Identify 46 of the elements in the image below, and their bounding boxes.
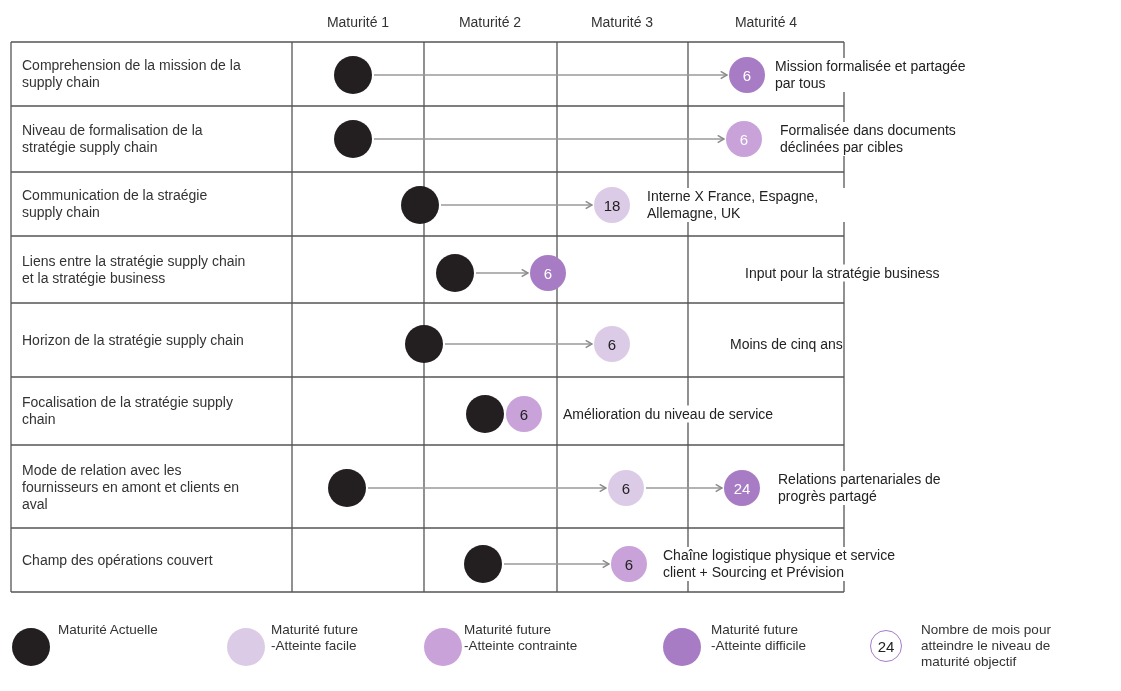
legend-text: Maturité future -Atteinte contrainte	[464, 622, 579, 654]
target-description: Amélioration du niveau de service	[563, 405, 774, 423]
current-maturity-dot	[466, 395, 504, 433]
current-maturity-dot	[464, 545, 502, 583]
row-label: Champ des opérations couvert	[22, 551, 214, 569]
arrow	[503, 559, 610, 569]
arrow	[373, 70, 728, 80]
month-count-circle: 6	[729, 57, 765, 93]
month-count-circle: 6	[594, 326, 630, 362]
month-count-circle: 6	[726, 121, 762, 157]
month-count-circle: 6	[506, 396, 542, 432]
arrow	[475, 268, 529, 278]
target-description: Moins de cinq ans	[730, 335, 843, 353]
month-count-circle: 24	[724, 470, 760, 506]
arrow	[367, 483, 607, 493]
row-label: Mode de relation avec les fournisseurs en amont et clients en aval	[22, 461, 241, 512]
arrow	[373, 134, 725, 144]
legend-text: Maturité future -Atteinte difficile	[711, 622, 808, 654]
target-description: Input pour la stratégie business	[745, 264, 940, 282]
legend-text: Maturité future -Atteinte facile	[271, 622, 360, 654]
row-label: Horizon de la stratégie supply chain	[22, 331, 245, 349]
row-label: Niveau de formalisation de la stratégie supply chain	[22, 122, 204, 156]
month-count-circle: 6	[608, 470, 644, 506]
column-header: Maturité 3	[589, 14, 655, 31]
current-maturity-dot	[334, 120, 372, 158]
row-label: Focalisation de la stratégie supply chain	[22, 394, 234, 428]
current-maturity-dot	[405, 325, 443, 363]
arrow	[645, 483, 723, 493]
current-maturity-dot	[334, 56, 372, 94]
row-label: Communication de la straégie supply chain	[22, 187, 209, 221]
month-count-circle: 18	[594, 187, 630, 223]
column-header: Maturité 2	[457, 14, 523, 31]
column-header: Maturité 1	[325, 14, 391, 31]
legend-text: Maturité Actuelle	[58, 622, 158, 638]
column-header: Maturité 4	[733, 14, 799, 31]
arrow	[444, 339, 593, 349]
row-label: Comprehension de la mission de la supply chain	[22, 57, 242, 91]
arrow	[440, 200, 593, 210]
legend-text: Nombre de mois pour atteindre le niveau de maturité objectif	[921, 622, 1052, 670]
current-maturity-dot	[328, 469, 366, 507]
current-maturity-dot	[436, 254, 474, 292]
month-count-circle: 6	[530, 255, 566, 291]
month-count-circle: 6	[611, 546, 647, 582]
current-maturity-dot	[401, 186, 439, 224]
target-description: Chaîne logistique physique et service client + Sourcing et Prévision	[663, 547, 895, 581]
row-label: Liens entre la stratégie supply chain et la stratégie business	[22, 252, 247, 287]
